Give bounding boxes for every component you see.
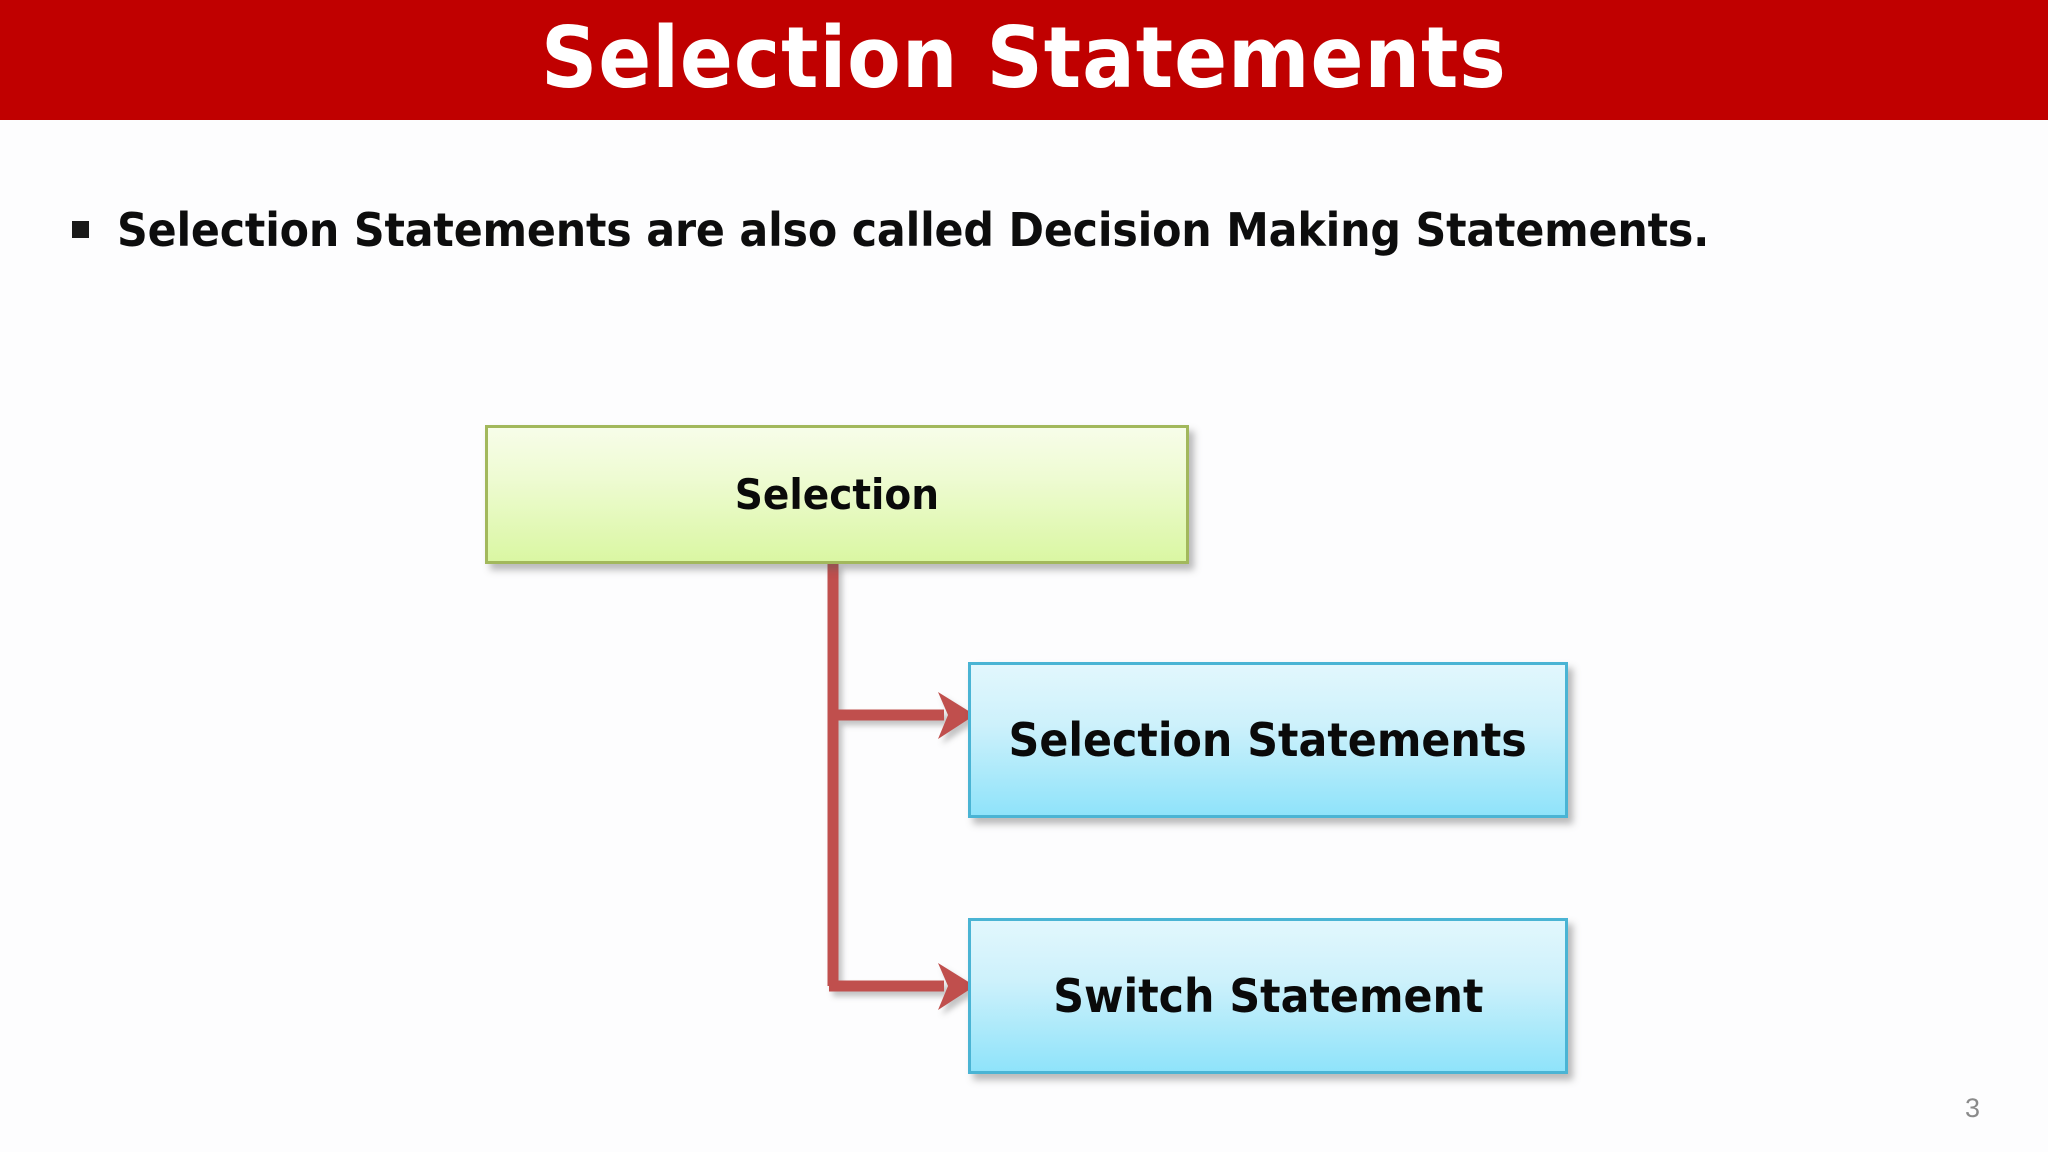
page-number: 3 [1964, 1093, 1980, 1123]
diagram-node-selection[interactable]: Selection [485, 425, 1189, 564]
bullet-list-item: Selection Statements are also called Dec… [72, 203, 1829, 257]
diagram-node-switch-statement[interactable]: Switch Statement [968, 918, 1568, 1074]
diagram-node-selection-statements[interactable]: Selection Statements [968, 662, 1568, 818]
diagram-node-selection-label: Selection [734, 470, 940, 519]
diagram-node-selection-statements-label: Selection Statements [1008, 713, 1528, 767]
title-banner: Selection Statements [0, 0, 2048, 120]
diagram-node-switch-statement-label: Switch Statement [1052, 969, 1484, 1023]
page-title: Selection Statements [541, 8, 1507, 108]
square-bullet-icon [72, 221, 89, 238]
bullet-item-label: Selection Statements are also called Dec… [117, 203, 1710, 257]
